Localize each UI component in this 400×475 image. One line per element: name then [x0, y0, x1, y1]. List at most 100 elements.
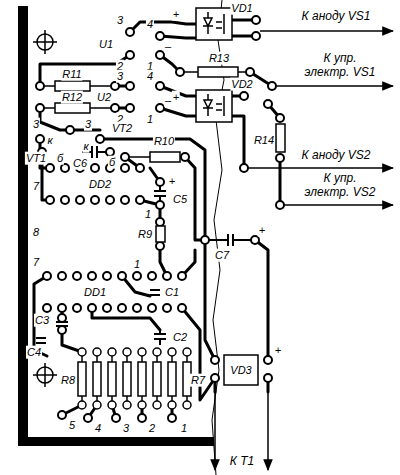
solder-pad [111, 82, 119, 90]
ic-pad [43, 304, 51, 312]
solder-pad [211, 356, 219, 364]
polarity-mark: + [258, 224, 266, 237]
resistor-bank [108, 401, 116, 409]
solder-pad [268, 82, 276, 90]
ic-pad [43, 272, 51, 280]
resistor-bank [138, 362, 146, 396]
part-label: C3 [34, 314, 50, 327]
part-label: DD2 [88, 178, 112, 191]
connection-note: К упр. электр. VS2 [299, 172, 381, 200]
solder-pad [264, 100, 272, 108]
part-label: C2 [172, 331, 188, 344]
solder-pad [264, 374, 272, 382]
resistor-bank [183, 348, 191, 356]
pin-number: 1 [146, 113, 154, 126]
connection-note: К аноду VS1 [301, 10, 372, 24]
diode-bridge-body [224, 355, 258, 385]
resistor-bank [123, 348, 131, 356]
ic-pad [46, 196, 54, 204]
ic-pad [61, 196, 69, 204]
optocoupler-body [196, 8, 232, 40]
optocoupler-body [203, 94, 213, 116]
solder-pad [240, 164, 248, 172]
mounting-hole [33, 363, 57, 387]
polarity-mark: + [172, 91, 180, 104]
part-label: C6 [72, 157, 88, 170]
ic-pad [133, 304, 141, 312]
mounting-hole [33, 30, 57, 387]
resistor-symbol [276, 124, 285, 152]
solder-pad [156, 51, 164, 59]
polarity-mark: + [168, 175, 176, 188]
polarity-mark: – [164, 94, 172, 107]
resistor-bank [93, 348, 101, 356]
copper-trace [130, 22, 196, 32]
polarity-mark: + [274, 344, 282, 357]
solder-pad [156, 178, 164, 186]
part-label: R10 [153, 135, 175, 148]
capacitor-symbol [150, 290, 160, 295]
resistor-bank [138, 401, 146, 409]
ic-pad [103, 304, 111, 312]
part-label: VD2 [230, 78, 253, 91]
part-label: R13 [208, 52, 230, 65]
pin-number: к [46, 134, 53, 147]
part-label: VT1 [25, 152, 47, 165]
resistor-bank [93, 362, 101, 396]
ic-pad [121, 164, 129, 172]
solder-pad [264, 356, 272, 364]
connection-note: К аноду VS2 [301, 149, 372, 163]
solder-pad [156, 32, 164, 40]
solder-pad [111, 104, 119, 112]
resistor-bank [108, 362, 116, 396]
ic-pad [76, 196, 84, 204]
lead-arrow [260, 30, 393, 32]
ic-pad [103, 272, 111, 280]
lead-arrow [248, 167, 393, 169]
solder-pad [112, 414, 120, 422]
part-label: R14 [253, 134, 275, 147]
board-edge [18, 6, 28, 446]
solder-pad [96, 135, 104, 143]
resistor-symbol [198, 67, 238, 77]
pin-number: 3 [84, 118, 92, 131]
pin-number: 7 [32, 256, 40, 269]
resistor-bank [153, 401, 161, 409]
resistor-symbol [156, 226, 165, 242]
ic-pad [133, 272, 141, 280]
part-label: R12 [61, 91, 83, 104]
resistor-bank [108, 348, 116, 356]
solder-pad [181, 153, 189, 161]
pin-number: 4 [94, 422, 102, 435]
ic-pad [136, 164, 144, 172]
ic-pad [178, 304, 186, 312]
solder-pad [252, 32, 260, 40]
pin-number: 1 [180, 422, 188, 435]
resistor-symbol [150, 152, 180, 162]
ic-pad [118, 272, 126, 280]
resistor-bank [78, 401, 86, 409]
pin-number: 7 [32, 180, 40, 193]
ic-pad [58, 272, 66, 280]
optocoupler-body [216, 96, 224, 116]
ic-pad [163, 304, 171, 312]
copper-trace [279, 158, 282, 205]
solder-pad [156, 104, 164, 112]
solder-pad [126, 82, 134, 90]
resistor-bank [123, 362, 131, 396]
copper-trace [232, 116, 244, 168]
capacitor-symbol [56, 322, 68, 326]
pin-number: б [108, 156, 116, 169]
resistor-bank [123, 401, 131, 409]
part-label: R9 [137, 228, 153, 241]
polarity-mark: + [172, 8, 180, 21]
capacitor-symbol [154, 330, 166, 345]
solder-pad [211, 374, 219, 382]
resistor-symbol [44, 67, 285, 242]
pin-number: 4 [146, 70, 154, 83]
copper-trace [34, 20, 280, 418]
ic-pad [43, 164, 186, 312]
solder-pad [156, 82, 164, 90]
ic-pad [73, 272, 81, 280]
